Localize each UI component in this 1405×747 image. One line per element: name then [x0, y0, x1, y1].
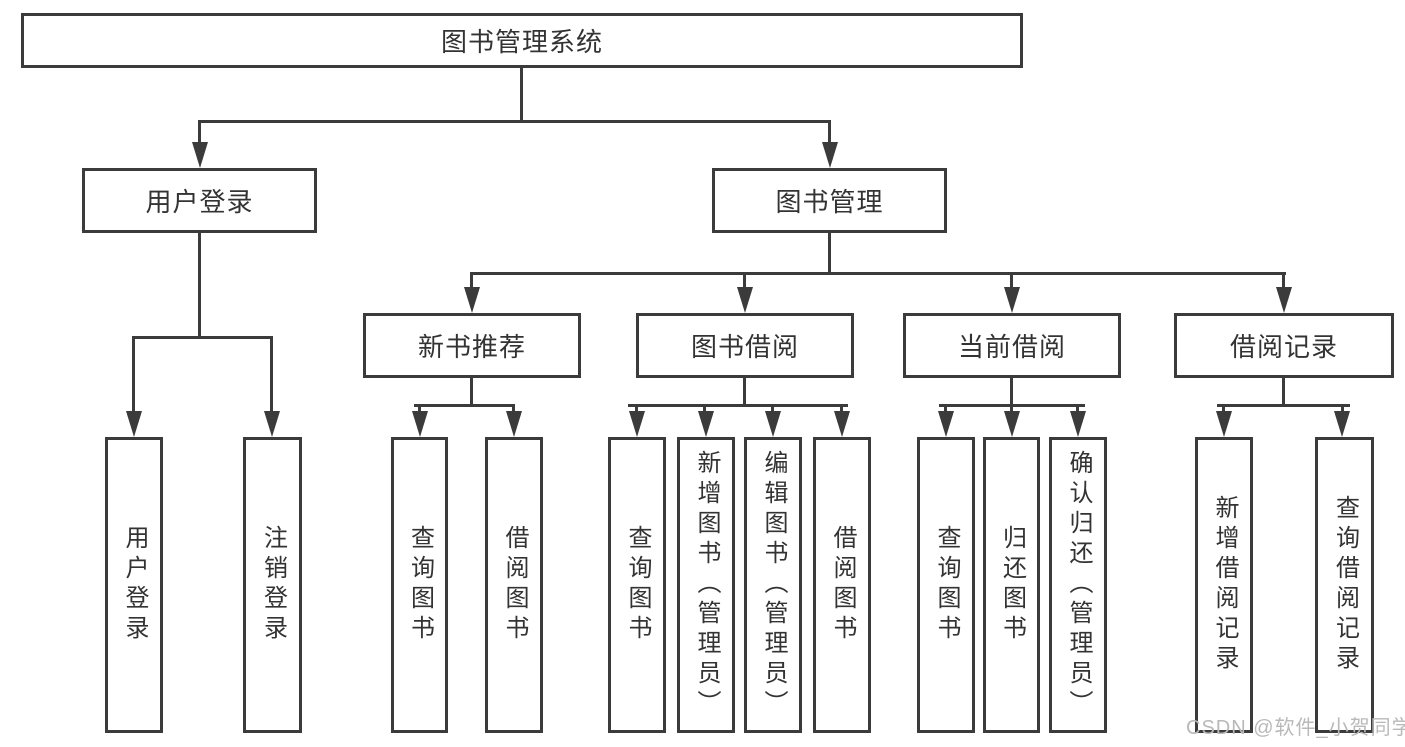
- arrowhead-down-icon: [629, 411, 645, 437]
- leaf-current-return-books-label: 归还图书: [998, 525, 1026, 645]
- connector-drop: [1341, 404, 1344, 414]
- arrowhead-down-icon: [1004, 411, 1020, 437]
- connector-drop-book-borrowing: [743, 272, 746, 290]
- arrowhead-down-icon: [192, 142, 208, 168]
- node-borrowing-records-label: 借阅记录: [1229, 332, 1338, 362]
- arrowhead-down-icon: [834, 411, 850, 437]
- connector-drop: [635, 404, 638, 414]
- connector-drop: [703, 404, 706, 414]
- node-current-borrowing: 当前借阅: [903, 313, 1121, 378]
- leaf-user-login: 用户登录: [105, 437, 163, 733]
- leaf-records-query-borrow-record-label: 查询借阅记录: [1331, 495, 1359, 675]
- connector-drop: [771, 404, 774, 414]
- connector-level3-bar: [470, 272, 1286, 275]
- connector-drop-current-borrowing: [1010, 272, 1013, 290]
- arrowhead-down-icon: [822, 142, 838, 168]
- leaf-borrowing-query-books: 查询图书: [608, 437, 666, 733]
- connector-drop: [944, 404, 947, 414]
- connector-drop-leaf-logout: [270, 336, 273, 414]
- connector-borrowing-bar: [628, 404, 848, 407]
- leaf-recommend-borrow-books-label: 借阅图书: [501, 525, 528, 645]
- connector-drop: [1010, 404, 1013, 414]
- arrowhead-down-icon: [765, 411, 781, 437]
- node-current-borrowing-label: 当前借阅: [957, 332, 1066, 362]
- leaf-user-login-label: 用户登录: [121, 525, 148, 645]
- leaf-current-return-books: 归还图书: [983, 437, 1040, 733]
- leaf-borrowing-add-books-admin: 新增图书（管理员）: [677, 437, 735, 733]
- connector-recommend-bar: [414, 404, 515, 407]
- leaf-recommend-query-books-label: 查询图书: [406, 525, 434, 645]
- connector-drop-borrowing-records: [1282, 272, 1285, 290]
- leaf-recommend-borrow-books: 借阅图书: [485, 437, 543, 733]
- connector-borrowing-stem: [743, 378, 746, 407]
- arrowhead-down-icon: [1216, 411, 1232, 437]
- connector-root-stem: [520, 68, 523, 123]
- leaf-current-query-books-label: 查询图书: [933, 525, 960, 645]
- leaf-borrowing-borrow-books: 借阅图书: [813, 437, 871, 733]
- arrowhead-down-icon: [506, 411, 522, 437]
- arrowhead-down-icon: [126, 411, 142, 437]
- leaf-current-query-books: 查询图书: [917, 437, 975, 733]
- connector-drop-book-management: [828, 120, 831, 146]
- leaf-current-confirm-return-admin: 确认归还（管理员）: [1049, 437, 1107, 733]
- connector-drop: [840, 404, 843, 414]
- leaf-records-query-borrow-record: 查询借阅记录: [1315, 437, 1374, 733]
- arrowhead-down-icon: [1334, 411, 1350, 437]
- node-book-borrowing-label: 图书借阅: [690, 332, 799, 362]
- node-user-login-label: 用户登录: [145, 187, 254, 217]
- arrowhead-down-icon: [698, 411, 714, 437]
- node-borrowing-records: 借阅记录: [1174, 313, 1394, 378]
- node-book-borrowing: 图书借阅: [636, 313, 854, 378]
- connector-drop-leaf-user-login: [132, 336, 135, 414]
- arrowhead-down-icon: [464, 287, 480, 313]
- leaf-borrowing-edit-books-admin-label: 编辑图书（管理员）: [760, 450, 787, 720]
- leaf-records-add-borrow-record: 新增借阅记录: [1195, 437, 1253, 733]
- node-book-management-label: 图书管理: [775, 187, 884, 217]
- node-book-management: 图书管理: [712, 168, 947, 233]
- node-new-book-recommend: 新书推荐: [363, 313, 581, 378]
- connector-recommend-stem: [470, 378, 473, 407]
- connector-drop-new-book-recommend: [470, 272, 473, 290]
- arrowhead-down-icon: [1004, 287, 1020, 313]
- node-library-system: 图书管理系统: [21, 13, 1023, 68]
- leaf-borrowing-query-books-label: 查询图书: [624, 525, 651, 645]
- connector-level2-bar: [198, 120, 831, 123]
- node-library-system-label: 图书管理系统: [440, 27, 603, 57]
- connector-drop: [1222, 404, 1225, 414]
- leaf-recommend-query-books: 查询图书: [391, 437, 448, 733]
- arrowhead-down-icon: [938, 411, 954, 437]
- leaf-logout-label: 注销登录: [259, 525, 287, 645]
- leaf-borrowing-edit-books-admin: 编辑图书（管理员）: [744, 437, 802, 733]
- connector-drop: [512, 404, 515, 414]
- leaf-borrowing-add-books-admin-label: 新增图书（管理员）: [693, 450, 720, 720]
- arrowhead-down-icon: [412, 411, 428, 437]
- arrowhead-down-icon: [1070, 411, 1086, 437]
- connector-drop-user-login: [198, 120, 201, 146]
- arrowhead-down-icon: [737, 287, 753, 313]
- leaf-borrowing-borrow-books-label: 借阅图书: [829, 525, 856, 645]
- csdn-watermark: CSDN @软件_小贺同学: [1186, 717, 1405, 739]
- arrowhead-down-icon: [264, 411, 280, 437]
- arrowhead-down-icon: [1276, 287, 1292, 313]
- node-user-login: 用户登录: [82, 168, 317, 233]
- connector-user-login-stem: [198, 233, 201, 339]
- connector-drop: [1076, 404, 1079, 414]
- connector-user-login-bar: [132, 336, 273, 339]
- connector-book-management-stem: [828, 233, 831, 275]
- leaf-records-add-borrow-record-label: 新增借阅记录: [1211, 495, 1238, 675]
- leaf-current-confirm-return-admin-label: 确认归还（管理员）: [1065, 450, 1092, 720]
- connector-records-bar: [1217, 404, 1350, 407]
- connector-drop: [418, 404, 421, 414]
- leaf-logout: 注销登录: [243, 437, 302, 733]
- node-new-book-recommend-label: 新书推荐: [417, 332, 526, 362]
- connector-records-stem: [1282, 378, 1285, 407]
- connector-current-stem: [1010, 378, 1013, 407]
